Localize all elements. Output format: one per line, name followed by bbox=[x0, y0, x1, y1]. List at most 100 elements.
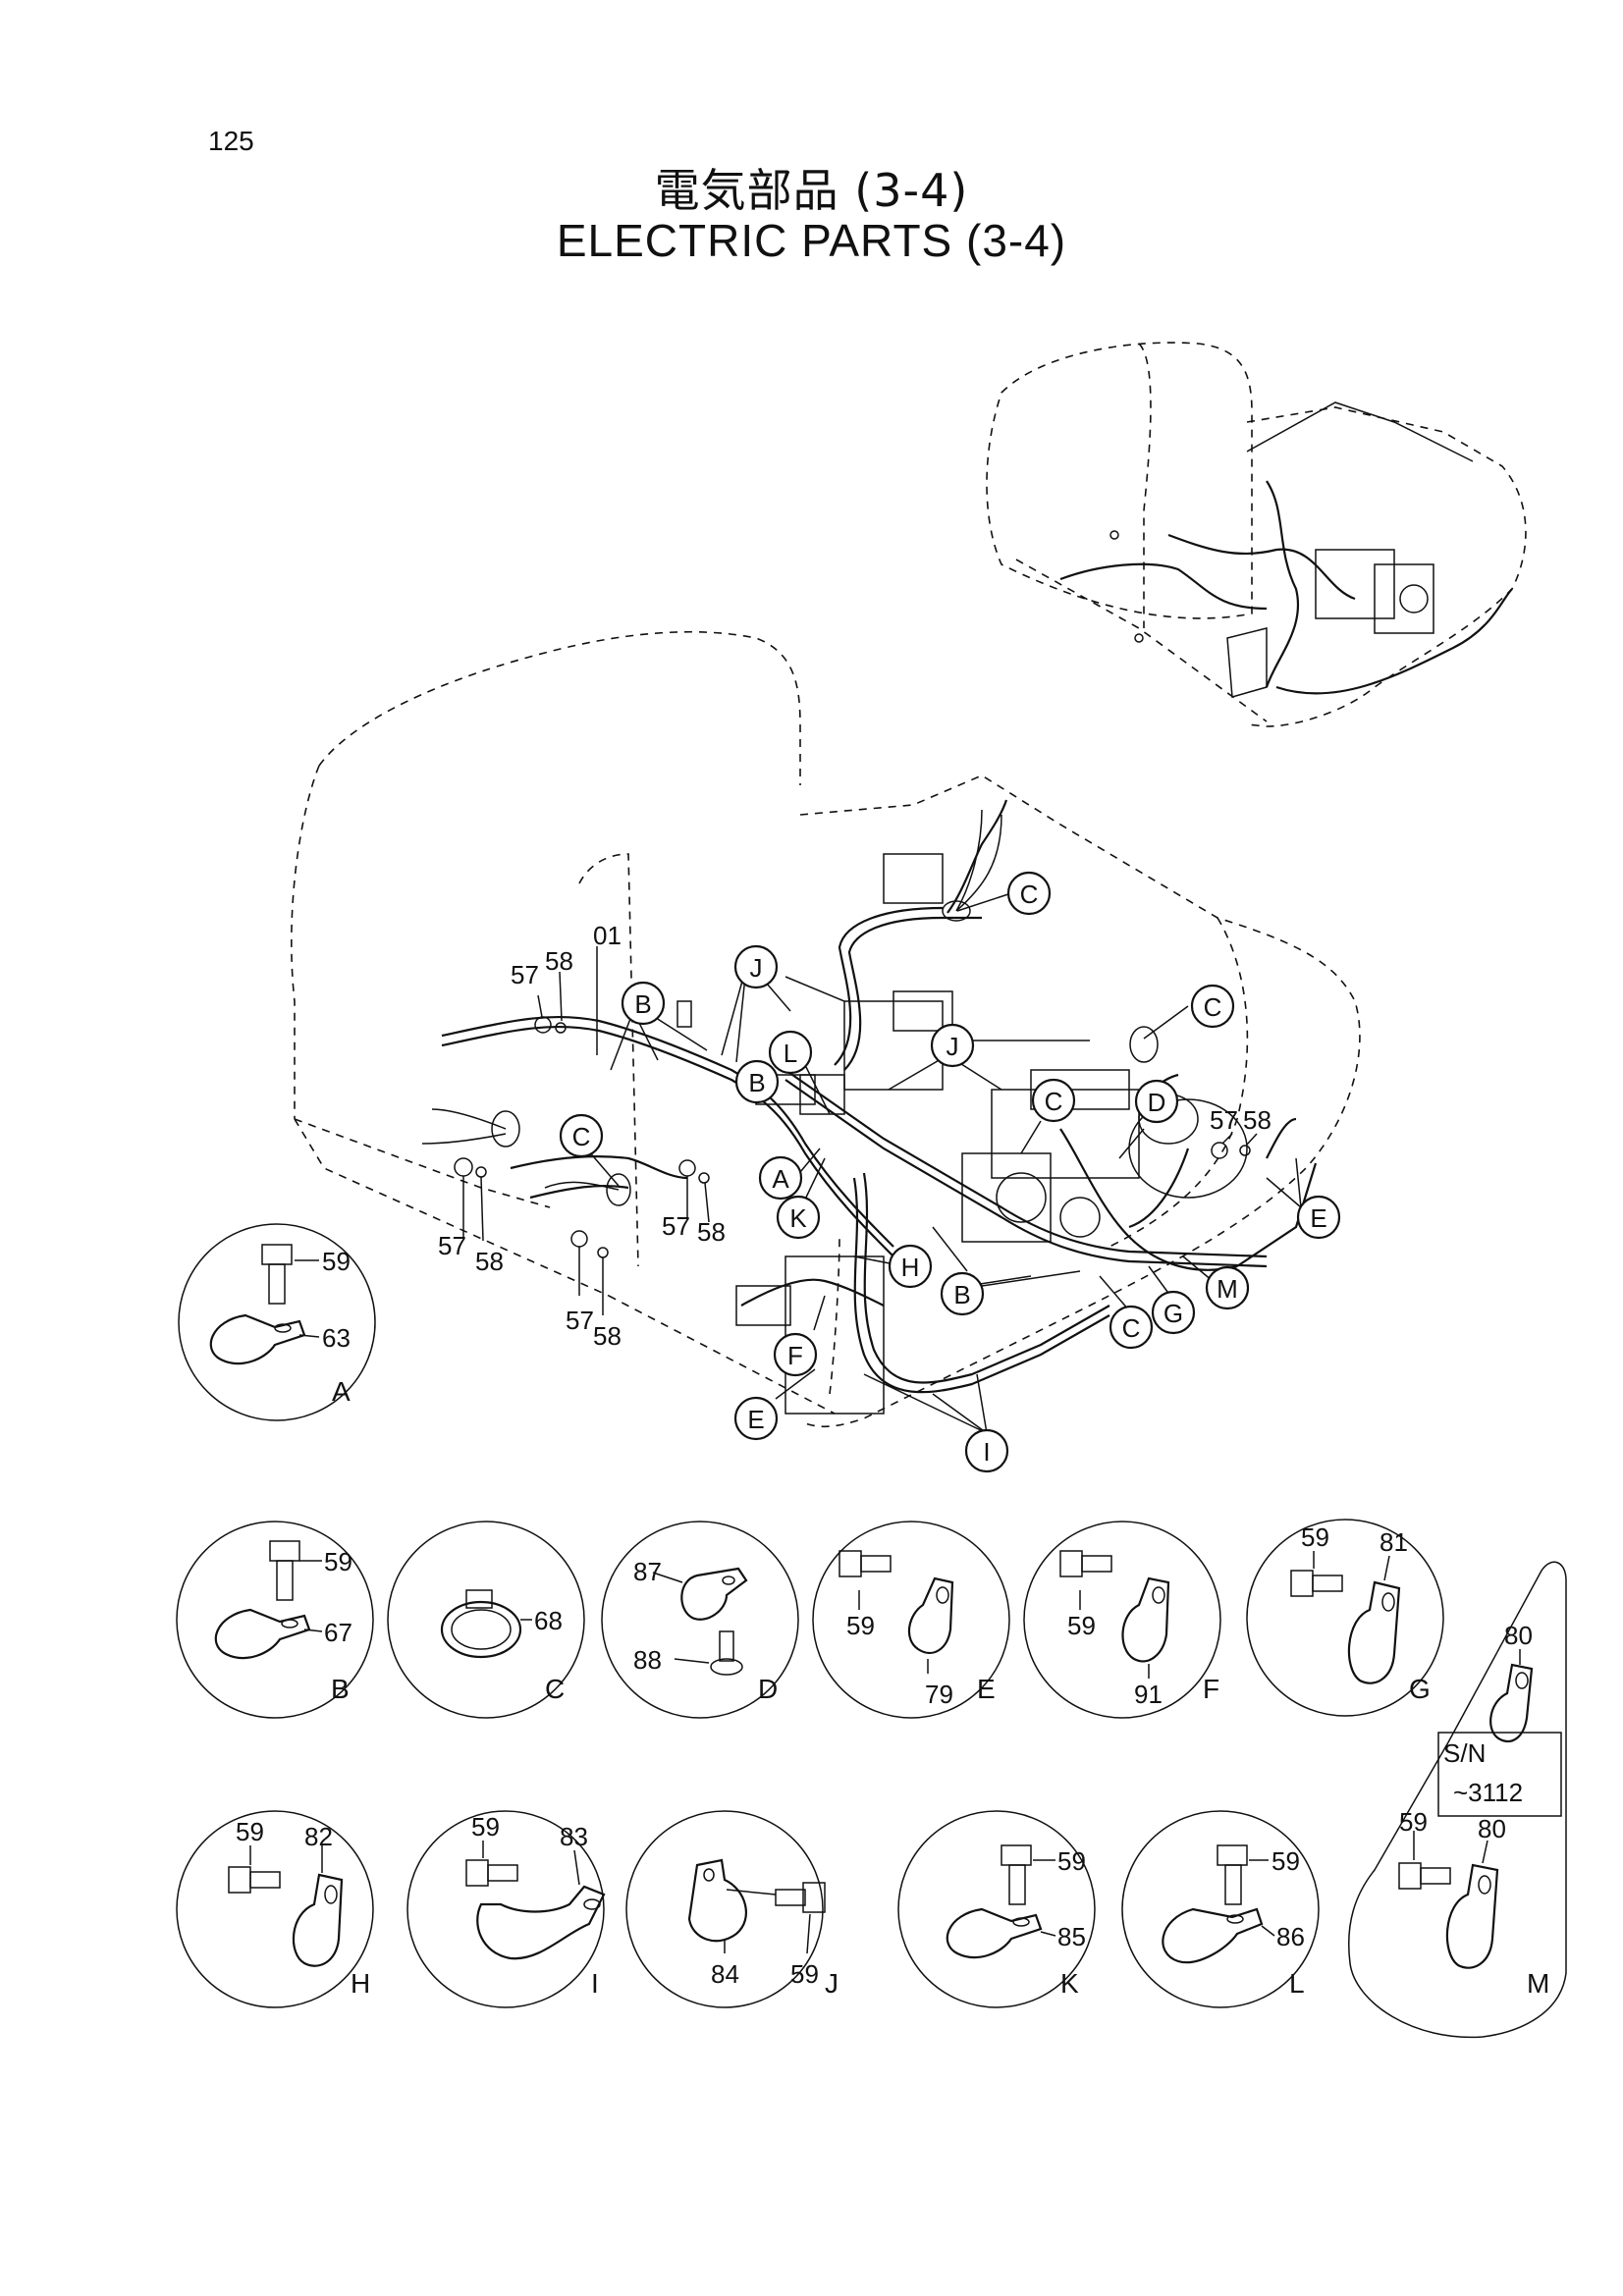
callout-G: G bbox=[1151, 1290, 1196, 1335]
part-label-58: 58 bbox=[697, 1217, 726, 1247]
callout-leaders bbox=[568, 892, 1302, 1434]
detail-F-part-59: 59 bbox=[1067, 1611, 1096, 1640]
part-label-01: 01 bbox=[593, 921, 622, 950]
detail-G-letter: G bbox=[1409, 1674, 1431, 1704]
part-label-57: 57 bbox=[511, 960, 539, 989]
svg-text:E: E bbox=[1310, 1203, 1326, 1233]
detail-B: 59 67 B bbox=[176, 1521, 374, 1719]
svg-text:J: J bbox=[947, 1032, 959, 1061]
detail-M-sn-label: S/N bbox=[1443, 1738, 1486, 1768]
detail-H: 59 82 H bbox=[176, 1810, 374, 2008]
detail-B-part-67: 67 bbox=[324, 1618, 352, 1647]
svg-text:C: C bbox=[1020, 880, 1039, 909]
callout-C: C bbox=[1006, 871, 1052, 916]
detail-J-letter: J bbox=[825, 1968, 839, 1999]
callout-J: J bbox=[733, 944, 779, 989]
overview-machine-drawing bbox=[986, 342, 1527, 727]
detail-M-part-80-lower: 80 bbox=[1478, 1814, 1506, 1843]
svg-text:I: I bbox=[983, 1437, 990, 1467]
callout-C: C bbox=[1109, 1305, 1154, 1350]
svg-text:E: E bbox=[747, 1405, 764, 1434]
callout-C: C bbox=[559, 1113, 604, 1158]
callout-I: I bbox=[964, 1428, 1009, 1473]
detail-E: 59 79 E bbox=[812, 1521, 1010, 1719]
detail-H-part-59: 59 bbox=[236, 1817, 264, 1846]
callout-E: E bbox=[733, 1396, 779, 1441]
detail-D-letter: D bbox=[758, 1674, 778, 1704]
svg-text:F: F bbox=[787, 1341, 803, 1370]
part-label-57: 57 bbox=[566, 1306, 594, 1335]
callout-B: B bbox=[940, 1271, 985, 1316]
svg-text:D: D bbox=[1148, 1088, 1166, 1117]
svg-text:C: C bbox=[1204, 992, 1222, 1022]
svg-text:J: J bbox=[750, 953, 763, 983]
part-label-57: 57 bbox=[438, 1231, 466, 1260]
detail-I: 59 83 I bbox=[406, 1810, 606, 2008]
detail-M-letter: M bbox=[1527, 1968, 1549, 1999]
part-label-57: 57 bbox=[662, 1211, 690, 1241]
detail-K-part-59: 59 bbox=[1057, 1846, 1086, 1876]
svg-text:M: M bbox=[1217, 1274, 1238, 1304]
detail-A-part-59: 59 bbox=[322, 1247, 351, 1276]
detail-B-part-59: 59 bbox=[324, 1547, 352, 1576]
detail-I-part-83: 83 bbox=[560, 1822, 588, 1851]
detail-D: 87 88 D bbox=[601, 1521, 799, 1719]
callout-B: B bbox=[734, 1059, 780, 1104]
part-label-58: 58 bbox=[475, 1247, 504, 1276]
detail-D-part-88: 88 bbox=[633, 1645, 662, 1675]
callout-E: E bbox=[1296, 1195, 1341, 1240]
detail-J-part-84: 84 bbox=[711, 1959, 739, 1989]
main-part-labels: 01 57 58 57 58 57 58 57 58 57 58 bbox=[438, 921, 1271, 1351]
detail-K-part-85: 85 bbox=[1057, 1922, 1086, 1951]
detail-M-sn-range: ~3112 bbox=[1453, 1778, 1523, 1807]
svg-text:G: G bbox=[1163, 1299, 1183, 1328]
detail-E-part-59: 59 bbox=[846, 1611, 875, 1640]
detail-A-part-63: 63 bbox=[322, 1323, 351, 1353]
detail-C-part-68: 68 bbox=[534, 1606, 563, 1635]
detail-A-letter: A bbox=[332, 1376, 351, 1407]
detail-M: S/N ~3112 80 59 80 M bbox=[1347, 1561, 1567, 2039]
callout-F: F bbox=[773, 1332, 818, 1377]
detail-J: 84 59 J bbox=[625, 1810, 839, 2008]
detail-K: 59 85 K bbox=[897, 1810, 1096, 2008]
detail-A: 59 63 A bbox=[178, 1223, 376, 1421]
page-title-japanese: 電気部品 (3-4) bbox=[654, 164, 969, 217]
detail-I-letter: I bbox=[591, 1968, 599, 1999]
svg-text:C: C bbox=[572, 1122, 591, 1151]
detail-K-letter: K bbox=[1060, 1968, 1079, 1999]
detail-G-part-59: 59 bbox=[1301, 1522, 1329, 1552]
detail-L-part-59: 59 bbox=[1271, 1846, 1300, 1876]
detail-G: 59 81 G bbox=[1246, 1519, 1444, 1717]
detail-C-letter: C bbox=[545, 1674, 565, 1704]
detail-H-letter: H bbox=[351, 1968, 370, 1999]
page-number: 125 bbox=[208, 126, 254, 156]
callout-L: L bbox=[768, 1030, 813, 1075]
detail-G-part-81: 81 bbox=[1380, 1527, 1408, 1557]
callout-M: M bbox=[1205, 1265, 1250, 1310]
detail-L-letter: L bbox=[1289, 1968, 1305, 1999]
detail-H-part-82: 82 bbox=[304, 1822, 333, 1851]
detail-F-part-91: 91 bbox=[1134, 1680, 1163, 1709]
detail-D-part-87: 87 bbox=[633, 1557, 662, 1586]
svg-text:L: L bbox=[784, 1039, 797, 1068]
detail-C: 68 C bbox=[387, 1521, 585, 1719]
callout-C: C bbox=[1031, 1078, 1076, 1123]
callout-B: B bbox=[621, 981, 666, 1026]
svg-text:C: C bbox=[1122, 1313, 1141, 1343]
part-label-58: 58 bbox=[545, 946, 573, 976]
svg-text:C: C bbox=[1045, 1087, 1063, 1116]
callout-D: D bbox=[1134, 1079, 1179, 1124]
detail-E-part-79: 79 bbox=[925, 1680, 953, 1709]
detail-J-part-59: 59 bbox=[790, 1959, 819, 1989]
detail-F-letter: F bbox=[1203, 1674, 1219, 1704]
part-label-58: 58 bbox=[1243, 1105, 1271, 1135]
part-label-58: 58 bbox=[593, 1321, 622, 1351]
svg-text:A: A bbox=[772, 1164, 789, 1194]
detail-F: 59 91 F bbox=[1023, 1521, 1221, 1719]
part-label-57: 57 bbox=[1210, 1105, 1238, 1135]
svg-text:K: K bbox=[789, 1203, 807, 1233]
detail-L-part-86: 86 bbox=[1276, 1922, 1305, 1951]
page-title-english: ELECTRIC PARTS (3-4) bbox=[556, 215, 1067, 266]
detail-M-part-59: 59 bbox=[1399, 1807, 1428, 1837]
svg-text:B: B bbox=[748, 1068, 765, 1097]
